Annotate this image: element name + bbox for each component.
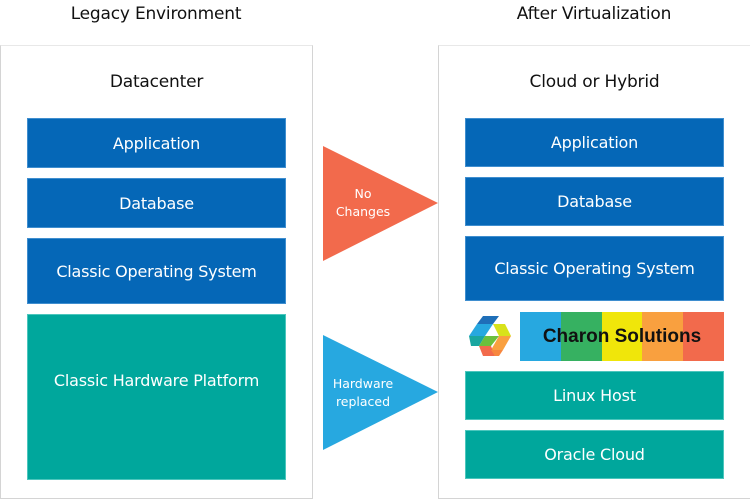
virtualization-column-title: After Virtualization bbox=[516, 4, 672, 24]
legacy-database-layer: Database bbox=[27, 178, 286, 228]
datacenter-panel: Datacenter Application Database Classic … bbox=[0, 45, 313, 499]
legacy-column-title: Legacy Environment bbox=[70, 4, 242, 24]
legacy-os-layer: Classic Operating System bbox=[27, 238, 286, 304]
charon-logo-icon bbox=[469, 316, 511, 356]
virtual-application-layer: Application bbox=[465, 118, 724, 167]
legacy-application-layer: Application bbox=[27, 118, 286, 168]
charon-stripe bbox=[560, 312, 602, 361]
cloud-hybrid-title: Cloud or Hybrid bbox=[529, 72, 660, 92]
datacenter-title: Datacenter bbox=[109, 72, 204, 92]
layer-label: Classic Hardware Platform bbox=[53, 371, 260, 390]
hardware-replaced-label: Hardware replaced bbox=[332, 376, 394, 409]
layer-label: Oracle Cloud bbox=[544, 445, 645, 464]
layer-label: Linux Host bbox=[553, 386, 636, 405]
no-changes-arrow-icon bbox=[323, 146, 438, 261]
linux-host-layer: Linux Host bbox=[465, 371, 724, 420]
charon-solutions-label: Charon Solutions bbox=[542, 325, 702, 347]
layer-label: Classic Operating System bbox=[56, 261, 257, 281]
legacy-hardware-layer: Classic Hardware Platform bbox=[27, 314, 286, 480]
charon-stripe bbox=[683, 312, 724, 361]
charon-solutions-banner: Charon Solutions bbox=[520, 312, 724, 361]
oracle-cloud-layer: Oracle Cloud bbox=[465, 430, 724, 479]
charon-stripe bbox=[601, 312, 643, 361]
charon-stripe bbox=[520, 312, 561, 361]
layer-label: Classic Operating System bbox=[494, 259, 695, 278]
charon-stripe bbox=[642, 312, 684, 361]
layer-label: Application bbox=[550, 133, 639, 152]
layer-label: Database bbox=[557, 192, 632, 211]
virtual-os-layer: Classic Operating System bbox=[465, 236, 724, 301]
no-changes-label: No Changes bbox=[335, 186, 391, 219]
layer-label: Database bbox=[119, 193, 194, 213]
hardware-replaced-arrow-icon bbox=[323, 335, 438, 450]
layer-label: Application bbox=[112, 133, 201, 153]
cloud-hybrid-panel: Cloud or Hybrid Application Database Cla… bbox=[438, 45, 750, 499]
virtual-database-layer: Database bbox=[465, 177, 724, 226]
